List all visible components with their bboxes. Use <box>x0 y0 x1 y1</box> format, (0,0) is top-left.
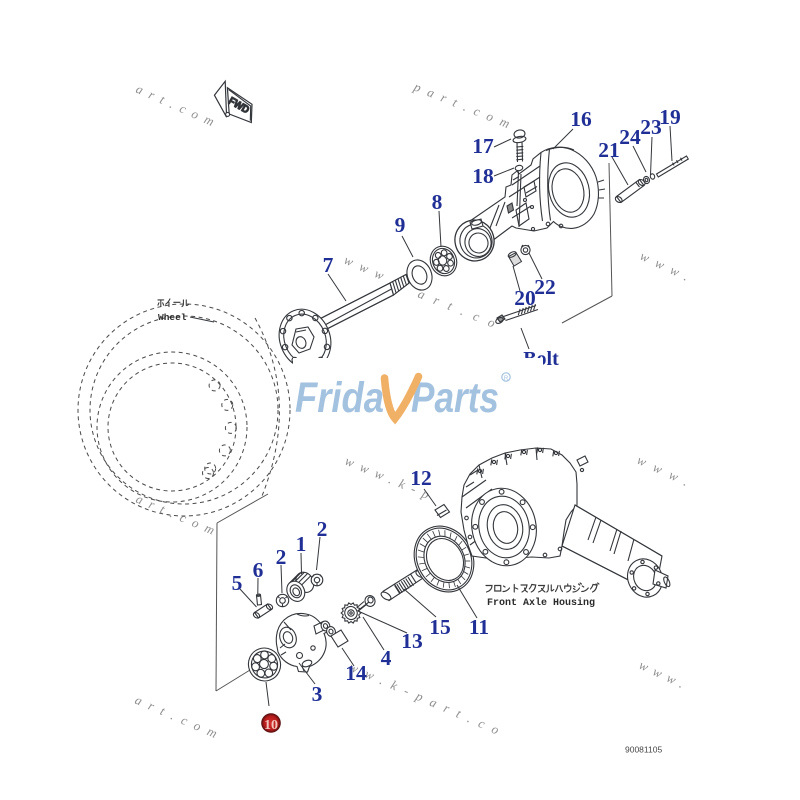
svg-text:24: 24 <box>619 125 641 149</box>
svg-text:2: 2 <box>276 545 287 569</box>
svg-text:6: 6 <box>253 558 264 582</box>
svg-text:R: R <box>504 376 509 382</box>
svg-text:1: 1 <box>296 532 307 556</box>
svg-text:20: 20 <box>514 286 536 310</box>
svg-text:12: 12 <box>410 466 432 490</box>
svg-text:3: 3 <box>312 682 323 706</box>
svg-text:2: 2 <box>317 517 328 541</box>
svg-text:Parts: Parts <box>411 374 499 422</box>
svg-text:13: 13 <box>401 629 423 653</box>
svg-text:19: 19 <box>659 105 681 129</box>
svg-text:9: 9 <box>395 213 406 237</box>
svg-text:23: 23 <box>640 115 662 139</box>
svg-text:8: 8 <box>432 190 443 214</box>
svg-text:5: 5 <box>232 571 243 595</box>
svg-text:21: 21 <box>598 138 620 162</box>
svg-text:16: 16 <box>570 107 592 131</box>
svg-text:18: 18 <box>472 164 494 188</box>
svg-text:Frida: Frida <box>295 374 384 422</box>
svg-text:15: 15 <box>429 615 451 639</box>
svg-text:90081105: 90081105 <box>625 745 662 755</box>
svg-text:7: 7 <box>323 253 334 277</box>
svg-text:22: 22 <box>534 275 556 299</box>
svg-text:17: 17 <box>472 134 494 158</box>
svg-text:11: 11 <box>469 615 489 639</box>
svg-text:4: 4 <box>381 646 392 670</box>
svg-text:10: 10 <box>264 718 278 733</box>
svg-text:Wheel: Wheel <box>158 312 187 323</box>
svg-text:14: 14 <box>345 661 367 685</box>
svg-text:Front Axle Housing: Front Axle Housing <box>487 597 595 609</box>
